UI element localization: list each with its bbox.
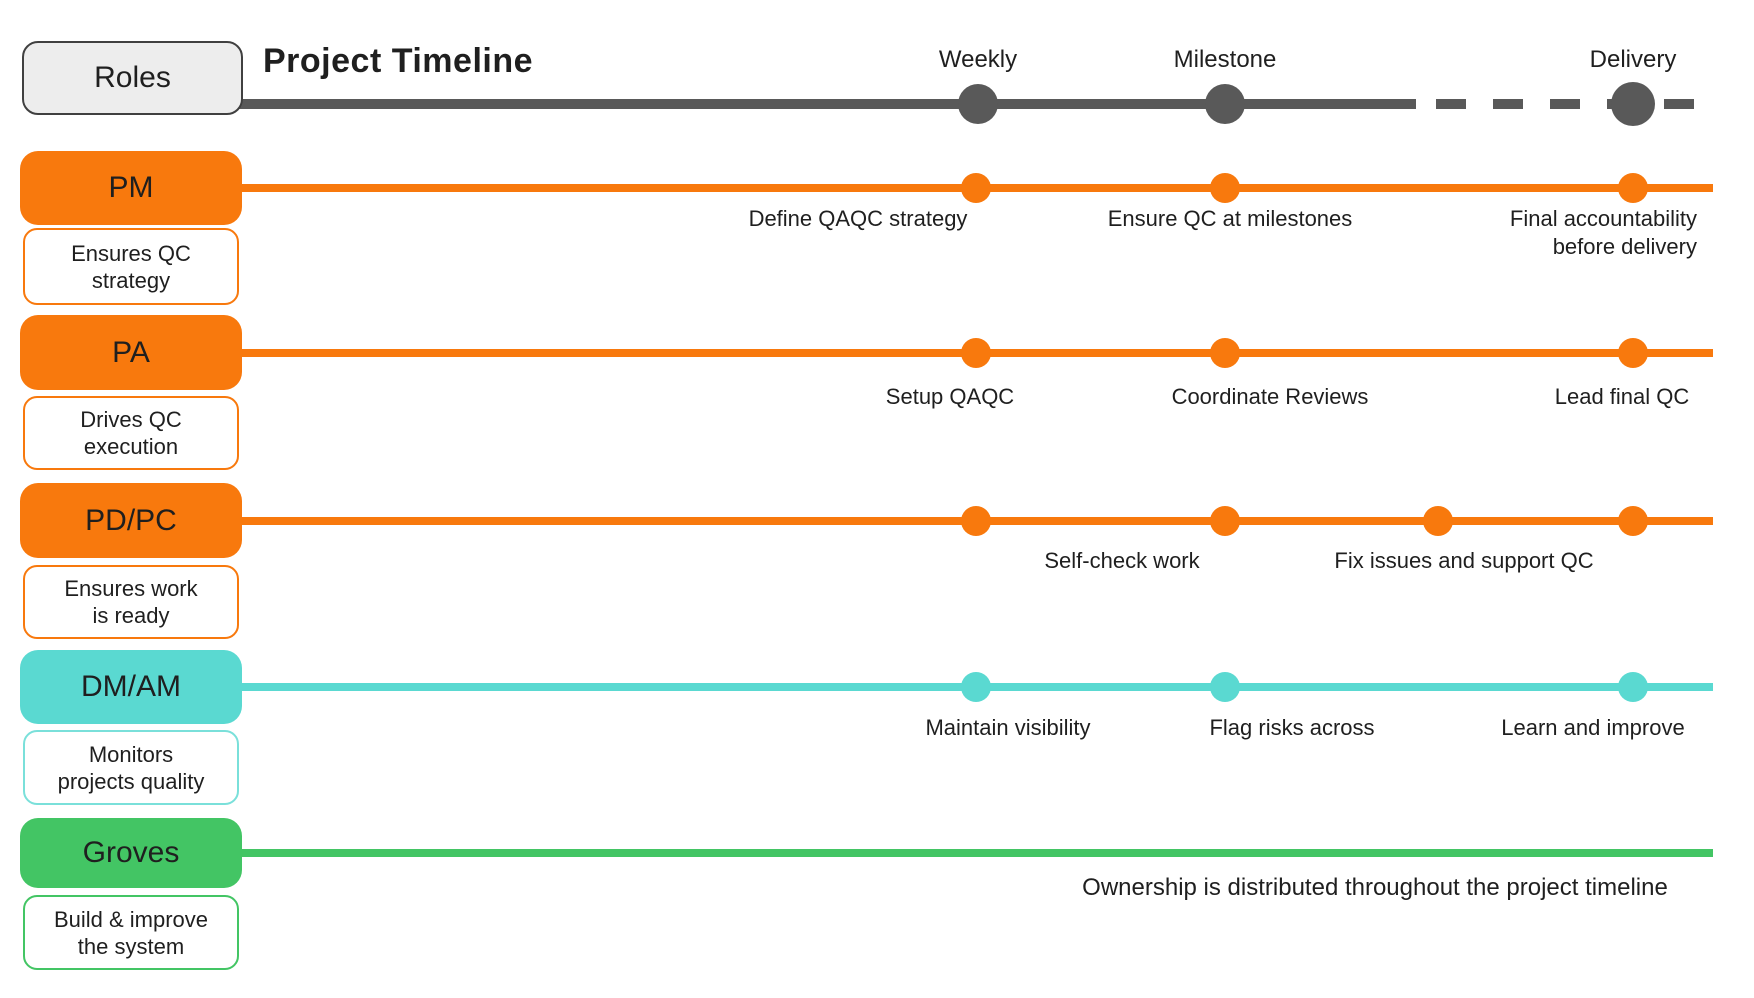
role-label-pa: PA	[112, 335, 150, 369]
pa-task-label: Lead final QC	[1554, 384, 1690, 409]
milestone-marker-dot	[1205, 84, 1245, 124]
role-subtitle-pa: Drives QC execution	[23, 396, 239, 470]
role-label-pm: PM	[108, 171, 154, 204]
role-subtitle-pdpc: Ensures work is ready	[23, 565, 239, 639]
delivery-marker-label: Delivery	[1589, 46, 1677, 73]
pm-task-label: Define QAQC strategy	[748, 206, 968, 231]
pdpc-task-label: Self-check work	[1044, 548, 1200, 573]
dmam-task-label: Learn and improve	[1501, 715, 1685, 740]
weekly-marker-dot	[958, 84, 998, 124]
weekly-marker-label: Weekly	[938, 46, 1018, 73]
pdpc-task-label: Fix issues and support QC	[1334, 548, 1594, 573]
pm-task-label: Ensure QC at milestones	[1107, 206, 1353, 231]
pa-dot-weekly	[961, 338, 991, 368]
dmam-dot-weekly	[961, 672, 991, 702]
role-box-pm: PM	[20, 151, 242, 225]
pm-dot-milestone	[1210, 173, 1240, 203]
role-label-groves: Groves	[82, 836, 180, 869]
milestone-marker-label: Milestone	[1173, 46, 1277, 73]
pa-dot-milestone	[1210, 338, 1240, 368]
pdpc-dot-delivery	[1618, 506, 1648, 536]
roles-header-box: Roles	[22, 41, 243, 115]
role-label-pdpc: PD/PC	[85, 503, 177, 537]
roles-header-label: Roles	[94, 61, 171, 94]
dmam-dot-milestone	[1210, 672, 1240, 702]
dmam-task-label: Maintain visibility	[925, 715, 1091, 740]
page-title: Project Timeline	[263, 42, 534, 80]
role-subtitle-dmam: Monitors projects quality	[23, 730, 239, 805]
pdpc-dot-weekly	[961, 506, 991, 536]
role-box-pa: PA	[20, 315, 242, 390]
pa-task-label: Setup QAQC	[885, 384, 1015, 409]
pm-dot-weekly	[961, 173, 991, 203]
role-box-groves: Groves	[20, 818, 242, 888]
delivery-marker-dot	[1611, 82, 1655, 126]
timeline-axis-dashed	[1436, 99, 1713, 109]
role-subtitle-pm: Ensures QC strategy	[23, 228, 239, 305]
dmam-task-label: Flag risks across	[1209, 715, 1375, 740]
role-subtitle-groves: Build & improve the system	[23, 895, 239, 970]
pdpc-dot-fix	[1423, 506, 1453, 536]
role-box-dmam: DM/AM	[20, 650, 242, 724]
role-box-pdpc: PD/PC	[20, 483, 242, 558]
role-label-dmam: DM/AM	[81, 670, 181, 703]
groves-note-label: Ownership is distributed throughout the …	[1082, 874, 1668, 901]
pm-dot-delivery	[1618, 173, 1648, 203]
timeline-axis-solid	[230, 99, 1416, 109]
pdpc-dot-milestone	[1210, 506, 1240, 536]
dmam-dot-delivery	[1618, 672, 1648, 702]
groves-timeline-line	[232, 849, 1713, 857]
pm-task-label: Final accountability before delivery	[1509, 206, 1697, 259]
pa-task-label: Coordinate Reviews	[1171, 384, 1369, 409]
pa-dot-delivery	[1618, 338, 1648, 368]
